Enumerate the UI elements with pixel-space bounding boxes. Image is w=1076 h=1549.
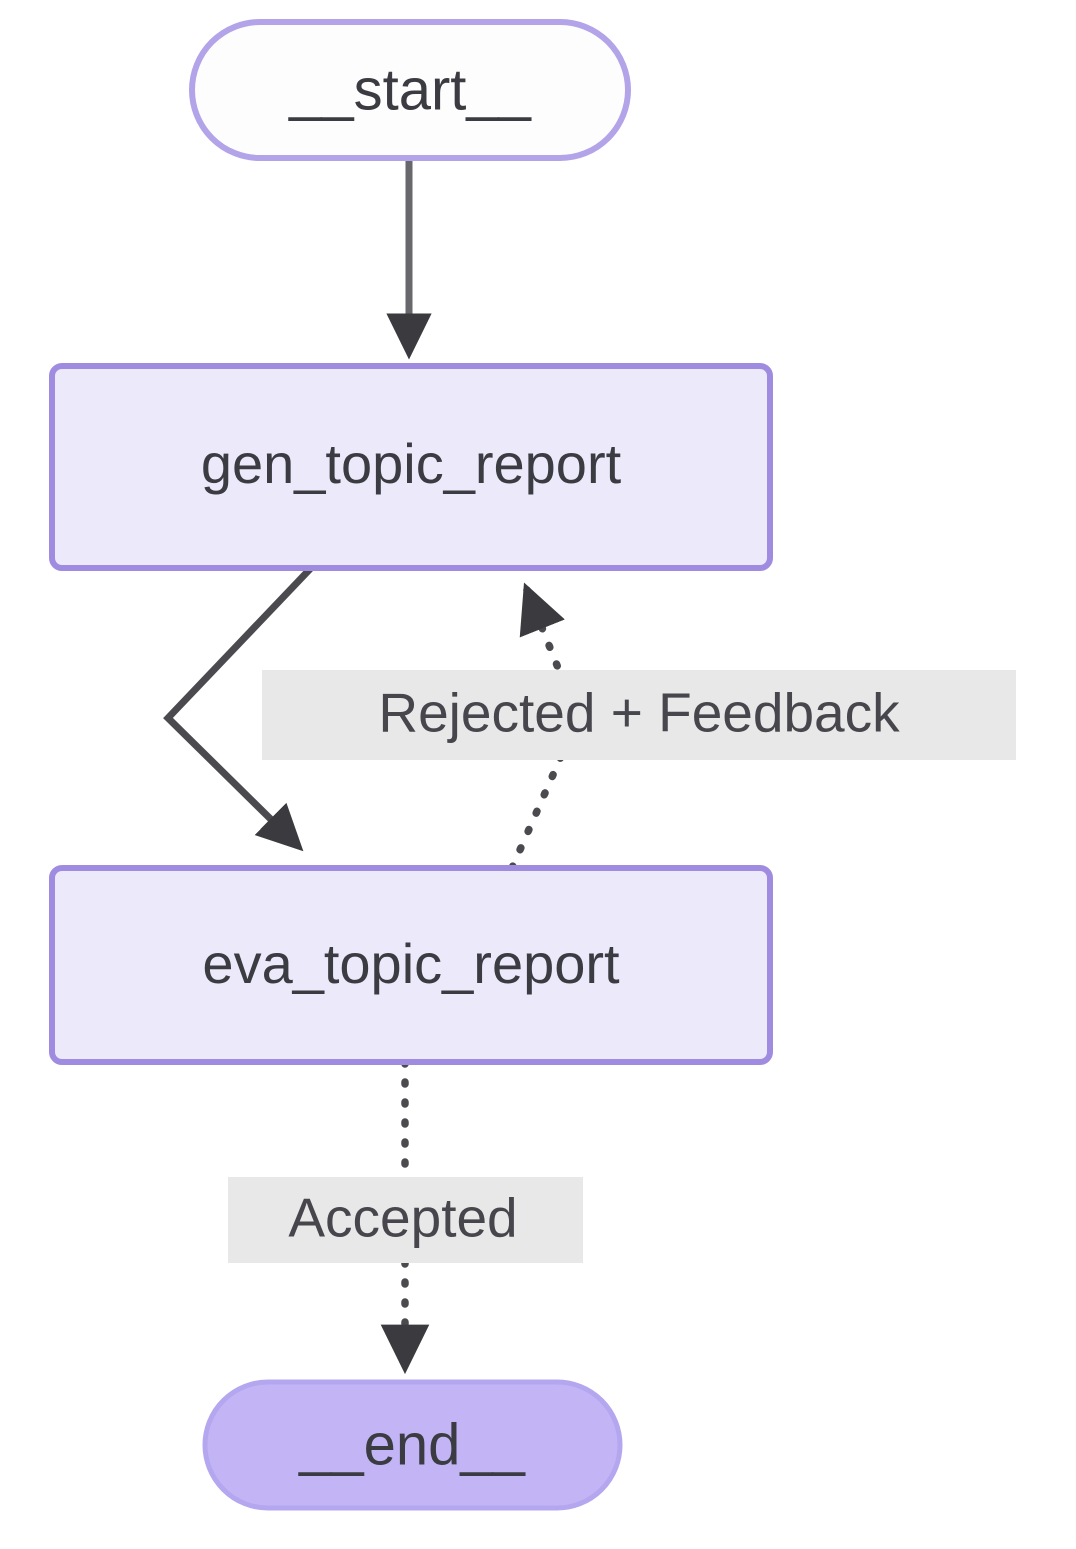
- node-start-label: __start__: [288, 57, 532, 122]
- edge-label-accepted: Accepted: [228, 1177, 583, 1263]
- node-end-label: __end__: [298, 1412, 526, 1477]
- node-eva-topic-report[interactable]: eva_topic_report: [49, 865, 773, 1065]
- node-end[interactable]: __end__: [202, 1379, 623, 1511]
- node-eva-topic-report-label: eva_topic_report: [202, 932, 620, 995]
- node-gen-topic-report[interactable]: gen_topic_report: [49, 363, 773, 571]
- node-end-shape[interactable]: [202, 1379, 623, 1511]
- edge-gen-to-eva: [163, 565, 314, 852]
- edge-gen-to-eva-path: [163, 565, 314, 852]
- node-gen-topic-report-shape[interactable]: [49, 363, 773, 571]
- edge-label-accepted-text: Accepted: [288, 1187, 517, 1249]
- edge-label-rejected-feedback-text: Rejected + Feedback: [378, 682, 900, 744]
- edge-label-rejected-feedback: Rejected + Feedback: [262, 670, 1016, 760]
- edge-label-rejected-feedback-bg: [262, 670, 1016, 760]
- node-eva-topic-report-shape[interactable]: [49, 865, 773, 1065]
- edge-label-accepted-bg: [228, 1177, 583, 1263]
- node-start-shape[interactable]: [189, 19, 631, 161]
- node-start[interactable]: __start__: [189, 19, 631, 161]
- node-gen-topic-report-label: gen_topic_report: [201, 432, 622, 495]
